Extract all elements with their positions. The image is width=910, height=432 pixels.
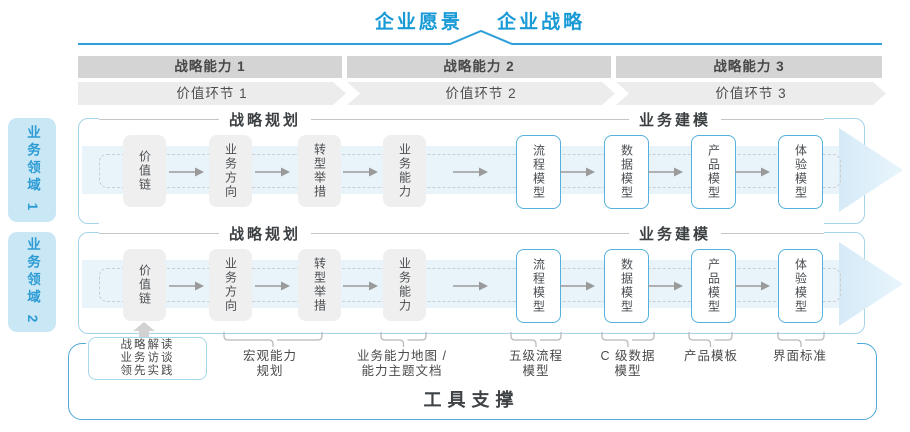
row-section-headers: 战略规划 业务建模 xyxy=(99,223,824,244)
value-link-chevron-3: 价值环节 3 xyxy=(616,82,886,105)
brace-ui-standard xyxy=(777,332,825,347)
flow-arrow-icon xyxy=(255,281,290,291)
box-label: 体验模型 xyxy=(793,258,808,314)
box-label: 数据模型 xyxy=(619,144,634,200)
box-label: 产品模型 xyxy=(706,144,721,200)
up-arrow-icon xyxy=(133,322,155,331)
business-domain-text-1: 业务领域 1 xyxy=(25,125,40,215)
box-label: 业务能力 xyxy=(397,257,412,313)
flow-arrow-icon xyxy=(343,167,378,177)
box-label: 转型举措 xyxy=(312,143,327,199)
box-data-model: 数据模型 xyxy=(604,249,649,323)
brace-data-model xyxy=(601,332,655,347)
strategic-capability-bar-3: 战略能力 3 xyxy=(616,56,882,78)
diagram-title: 企业愿景 企业战略 xyxy=(78,7,882,34)
flow-arrow-head xyxy=(839,128,903,212)
box-product-model: 产品模型 xyxy=(691,249,736,323)
box-label: 价值链 xyxy=(137,264,152,306)
pipeline-row-domain-2: 战略规划 业务建模 价值链 业务方向 转型举措 业务能力 流程模型 数据模型 产… xyxy=(78,223,903,334)
header-divider xyxy=(99,119,219,120)
header-divider xyxy=(721,119,824,120)
business-domain-label-1: 业务领域 1 xyxy=(8,118,56,222)
header-business-modeling: 业务建模 xyxy=(638,226,711,243)
deliverable-level5-process-model: 五级流程 模型 xyxy=(508,349,564,378)
flow-arrow-icon xyxy=(560,167,595,177)
pipeline-row-domain-1: 战略规划 业务建模 价值链 业务方向 转型举措 业务能力 流程模型 数据模型 产… xyxy=(78,109,903,224)
box-label: 转型举措 xyxy=(312,257,327,313)
value-link-chevron-1: 价值环节 1 xyxy=(78,82,346,105)
box-product-model: 产品模型 xyxy=(691,135,736,209)
vision-peak-line xyxy=(78,29,882,45)
business-domain-text-2: 业务领域 2 xyxy=(25,237,40,327)
header-divider xyxy=(721,233,824,234)
deliverable-capability-map-docs: 业务能力地图 / 能力主题文档 xyxy=(357,349,447,378)
brace-capability-map xyxy=(380,332,427,347)
value-link-chevron-2: 价值环节 2 xyxy=(347,82,615,105)
deliverable-ui-standard: 界面标准 xyxy=(772,349,828,363)
flow-arrow-icon xyxy=(169,281,204,291)
enterprise-strategy-label: 企业战略 xyxy=(497,12,586,33)
header-business-modeling: 业务建模 xyxy=(638,112,711,129)
box-label: 业务方向 xyxy=(223,257,238,313)
box-label: 业务能力 xyxy=(397,143,412,199)
flow-arrow-head xyxy=(839,242,903,326)
brace-process-model xyxy=(510,332,562,347)
brace-macro-capability xyxy=(223,332,323,347)
flow-arrow-icon xyxy=(343,281,378,291)
flow-arrow-icon xyxy=(648,281,683,291)
flow-arrow-icon xyxy=(453,281,488,291)
box-business-capability: 业务能力 xyxy=(383,135,426,207)
box-process-model: 流程模型 xyxy=(516,135,561,209)
deliverable-macro-capability-planning: 宏观能力 规划 xyxy=(242,349,298,378)
box-value-chain: 价值链 xyxy=(123,249,166,321)
dashed-track xyxy=(99,268,841,302)
tool-support-title: 工具支撑 xyxy=(423,390,520,410)
box-process-model: 流程模型 xyxy=(516,249,561,323)
flow-arrow-icon xyxy=(560,281,595,291)
box-label: 流程模型 xyxy=(531,258,546,314)
header-strategic-planning: 战略规划 xyxy=(229,226,302,243)
deliverable-c-level-data-model: C 级数据 模型 xyxy=(600,349,656,378)
box-label: 流程模型 xyxy=(531,144,546,200)
flow-arrow-icon xyxy=(648,167,683,177)
strategic-capability-bar-1: 战略能力 1 xyxy=(78,56,342,78)
enterprise-vision-label: 企业愿景 xyxy=(374,12,463,33)
box-business-capability: 业务能力 xyxy=(383,249,426,321)
box-label: 产品模型 xyxy=(706,258,721,314)
box-transformation-initiatives: 转型举措 xyxy=(298,249,341,321)
header-divider xyxy=(311,233,629,234)
flow-arrow-icon xyxy=(453,167,488,177)
header-divider xyxy=(311,119,629,120)
box-experience-model: 体验模型 xyxy=(778,249,823,323)
tool-support-top-mask xyxy=(86,342,857,346)
box-label: 业务方向 xyxy=(223,143,238,199)
box-data-model: 数据模型 xyxy=(604,135,649,209)
box-business-direction: 业务方向 xyxy=(209,135,252,207)
brace-product-template xyxy=(688,332,733,347)
deliverable-product-template: 产品模板 xyxy=(683,349,739,363)
flow-arrow-icon xyxy=(169,167,204,177)
strategy-inputs-box: 战略解读 业务访谈 领先实践 xyxy=(88,337,207,380)
box-label: 价值链 xyxy=(137,150,152,192)
box-label: 数据模型 xyxy=(619,258,634,314)
header-strategic-planning: 战略规划 xyxy=(229,112,302,129)
flow-arrow-icon xyxy=(255,167,290,177)
flow-arrow-icon xyxy=(735,167,770,177)
up-arrow-icon xyxy=(139,330,149,338)
box-experience-model: 体验模型 xyxy=(778,135,823,209)
box-transformation-initiatives: 转型举措 xyxy=(298,135,341,207)
box-business-direction: 业务方向 xyxy=(209,249,252,321)
header-divider xyxy=(99,233,219,234)
box-value-chain: 价值链 xyxy=(123,135,166,207)
row-section-headers: 战略规划 业务建模 xyxy=(99,109,824,130)
flow-arrow-icon xyxy=(735,281,770,291)
dashed-track xyxy=(99,154,841,188)
box-label: 体验模型 xyxy=(793,144,808,200)
strategic-capability-bar-2: 战略能力 2 xyxy=(347,56,611,78)
business-domain-label-2: 业务领域 2 xyxy=(8,232,56,332)
